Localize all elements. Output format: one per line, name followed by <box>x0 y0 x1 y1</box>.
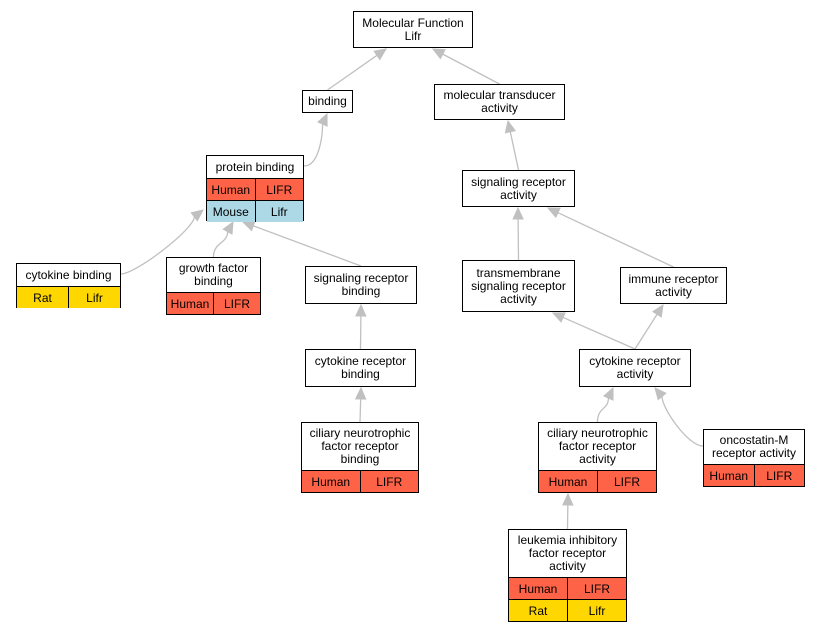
gene-cell: Lifr <box>567 600 626 621</box>
edge-arrowhead-cnfra-to-cra <box>602 386 614 401</box>
node-title: oncostatin-M receptor activity <box>711 433 797 460</box>
node-immune-receptor-activity[interactable]: immune receptor activity <box>620 267 727 304</box>
gene-cell: LIFR <box>753 465 805 486</box>
node-title: signaling receptor binding <box>313 271 409 298</box>
gene-cell: LIFR <box>359 471 419 492</box>
edge-arrowhead-cb-to-pb <box>190 209 204 222</box>
edge-line-gfb-to-pb <box>212 231 229 258</box>
edge-line-mta-to-mf <box>442 53 500 85</box>
edge-arrowhead-gfb-to-pb <box>222 220 234 235</box>
species-cell: Rat <box>528 603 548 618</box>
tag-row: Human LIFR <box>302 470 418 492</box>
tag-row: Rat Lifr <box>509 599 626 621</box>
node-title: Molecular Function Lifr <box>362 15 464 43</box>
node-title: immune receptor activity <box>628 271 719 299</box>
node-oncostatin-m-receptor-activity[interactable]: oncostatin-M receptor activity Human LIF… <box>703 429 805 487</box>
gene-cell: LIFR <box>254 179 304 200</box>
node-binding[interactable]: binding <box>302 90 353 113</box>
node-title: molecular transducer activity <box>443 88 556 115</box>
edge-arrowhead-binding-to-mf <box>373 48 387 61</box>
node-title: cytokine binding <box>25 267 112 282</box>
node-ciliary-neurotrophic-factor-receptor-binding[interactable]: ciliary neurotrophic factor receptor bin… <box>301 422 419 493</box>
node-title: ciliary neurotrophic factor receptor act… <box>547 426 648 466</box>
tag-row: Mouse Lifr <box>207 200 303 222</box>
gene-cell: Lifr <box>254 201 304 222</box>
species-cell: Human <box>548 474 588 489</box>
node-title: cytokine receptor activity <box>589 354 681 381</box>
node-cytokine-receptor-binding[interactable]: cytokine receptor binding <box>305 349 416 387</box>
edge-line-cnfrb-to-crb <box>359 398 362 423</box>
edge-arrowhead-srb-to-pb <box>241 220 256 232</box>
node-growth-factor-binding[interactable]: growth factor binding Human LIFR <box>166 257 261 315</box>
node-title: leukemia inhibitory factor receptor acti… <box>517 533 618 573</box>
node-signaling-receptor-binding[interactable]: signaling receptor binding <box>305 266 417 304</box>
gene-cell: Lifr <box>68 287 120 308</box>
tag-row: Human LIFR <box>167 292 260 314</box>
species-cell: Human <box>709 468 749 483</box>
edge-line-srb-to-pb <box>253 225 362 267</box>
node-title: transmembrane signaling receptor activit… <box>471 265 566 306</box>
species-cell: Human <box>518 581 558 596</box>
edge-line-sra-to-mta <box>509 131 520 171</box>
node-title: binding <box>308 94 347 108</box>
edge-arrowhead-sra-to-mta <box>504 119 517 134</box>
gene-cell: LIFR <box>597 471 656 492</box>
edge-arrowhead-cnfrb-to-crb <box>354 386 367 400</box>
node-title: ciliary neurotrophic factor receptor bin… <box>309 426 411 466</box>
species-cell: Mouse <box>212 204 249 219</box>
tag-row: Human LIFR <box>207 178 303 200</box>
node-protein-binding[interactable]: protein binding Human LIFR Mouse Lifr <box>206 155 304 222</box>
species-cell: Human <box>211 182 251 197</box>
node-cytokine-binding[interactable]: cytokine binding Rat Lifr <box>16 263 121 308</box>
species-cell: Human <box>311 474 351 489</box>
edge-arrowhead-ira-to-sra <box>546 207 561 219</box>
node-title: growth factor binding <box>178 261 249 288</box>
gene-cell: LIFR <box>213 293 260 314</box>
gene-cell: LIFR <box>567 578 626 599</box>
node-transmembrane-signaling-receptor-activity[interactable]: transmembrane signaling receptor activit… <box>462 260 575 312</box>
edge-arrowhead-pb-to-binding <box>317 112 328 127</box>
edge-arrowhead-crb-to-srb <box>355 303 367 317</box>
edge-arrowhead-cra-to-ira <box>651 303 664 318</box>
edge-line-cra-to-tsra <box>562 316 636 350</box>
node-leukemia-inhibitory-factor-receptor-activity[interactable]: leukemia inhibitory factor receptor acti… <box>508 529 627 622</box>
species-cell: Human <box>170 296 210 311</box>
species-cell: Rat <box>33 290 52 305</box>
edge-line-cnfra-to-cra <box>596 397 610 423</box>
edge-line-pb-to-binding <box>303 124 324 167</box>
edge-line-osm-to-cra <box>661 396 704 447</box>
edge-line-cb-to-pb <box>120 216 195 275</box>
tag-row: Human LIFR <box>509 577 626 599</box>
node-molecular-function[interactable]: Molecular Function Lifr <box>353 11 473 48</box>
edge-arrowhead-osm-to-cra <box>654 387 667 401</box>
node-title: protein binding <box>215 159 295 174</box>
edge-arrowhead-cra-to-tsra <box>551 312 566 323</box>
edge-arrowhead-tsra-to-sra <box>512 206 524 220</box>
tag-row: Rat Lifr <box>17 286 120 308</box>
tag-row: Human LIFR <box>539 470 656 492</box>
node-title: cytokine receptor binding <box>314 354 407 381</box>
edge-line-ira-to-sra <box>557 212 674 268</box>
tag-row: Human LIFR <box>704 464 804 486</box>
node-ciliary-neurotrophic-factor-receptor-activity[interactable]: ciliary neurotrophic factor receptor act… <box>538 422 657 493</box>
node-title: signaling receptor activity <box>471 174 566 202</box>
edge-line-cra-to-ira <box>634 313 658 350</box>
edge-arrowhead-lifra-to-cnfra <box>562 492 574 506</box>
node-cytokine-receptor-activity[interactable]: cytokine receptor activity <box>579 349 691 387</box>
node-signaling-receptor-activity[interactable]: signaling receptor activity <box>462 170 575 207</box>
edge-arrowhead-mta-to-mf <box>431 48 446 60</box>
edge-line-binding-to-mf <box>327 54 378 91</box>
node-molecular-transducer-activity[interactable]: molecular transducer activity <box>434 84 565 120</box>
